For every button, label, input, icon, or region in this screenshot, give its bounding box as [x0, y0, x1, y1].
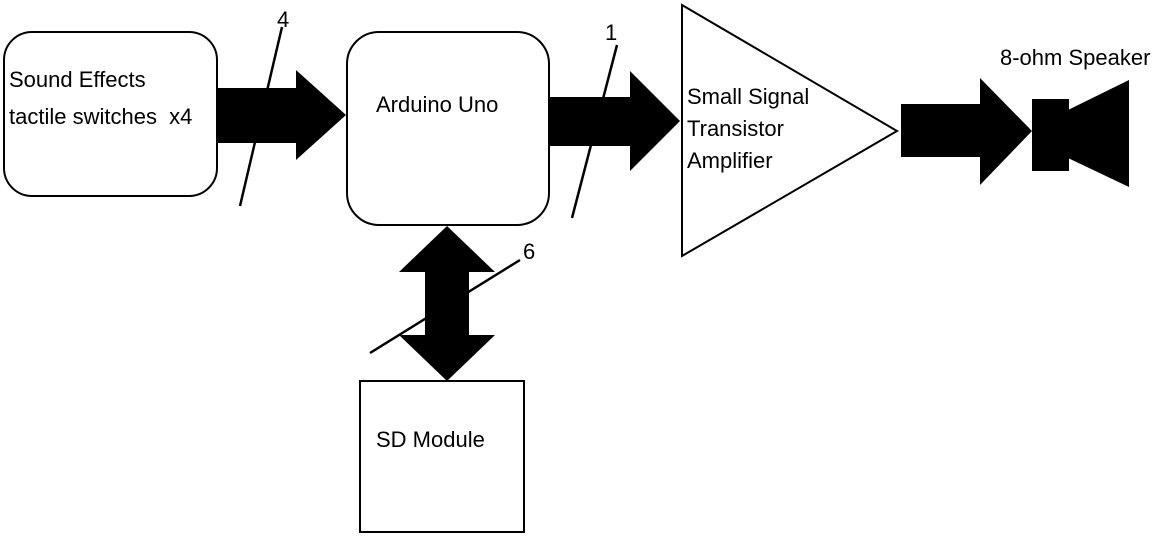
arduino-label: Arduino Uno: [376, 92, 498, 117]
sd-module-label: SD Module: [376, 427, 485, 452]
bus-arrow-switches-to-arduino: [217, 70, 346, 160]
switches-label-line2: tactile switches x4: [9, 104, 192, 129]
bus-slash-6: [369, 258, 521, 355]
switches-block: Sound Effects tactile switches x4: [3, 31, 218, 197]
bus-width-label-4: 4: [277, 7, 289, 32]
speaker-body: [1032, 99, 1069, 171]
bus-arrow-arduino-sd: [399, 226, 495, 381]
speaker-cone: [1068, 80, 1129, 187]
arrow-amplifier-to-speaker: [901, 78, 1032, 185]
sd-module-box: [359, 380, 525, 533]
amplifier-block: Small Signal Transistor Amplifier: [681, 3, 899, 258]
speaker-icon: [1032, 80, 1129, 187]
speaker-label: 8-ohm Speaker: [1000, 45, 1150, 70]
arduino-box: [346, 31, 550, 226]
bus-slash-1: [570, 44, 619, 219]
bus-slash-4: [238, 26, 284, 207]
bus-arrow-arduino-to-amplifier: [549, 71, 680, 171]
bus-width-label-6: 6: [523, 239, 535, 264]
amplifier-triangle: [681, 3, 899, 258]
arduino-block: Arduino Uno: [346, 31, 550, 226]
amplifier-label-line3: Amplifier: [687, 148, 773, 173]
amplifier-label-line2: Transistor: [687, 116, 784, 141]
amplifier-label-line1: Small Signal: [687, 84, 809, 109]
bus-width-label-1: 1: [605, 20, 617, 45]
switches-label-line1: Sound Effects: [9, 67, 146, 92]
sd-module-block: SD Module: [359, 380, 525, 533]
